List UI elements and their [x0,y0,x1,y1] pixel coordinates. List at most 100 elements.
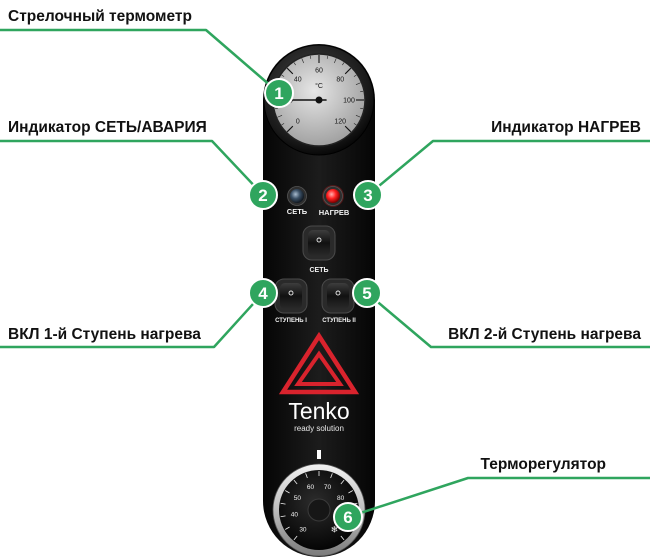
callout-line-6 [347,476,650,519]
callout-line-4 [0,292,264,349]
stage1-switch-rocker [280,283,302,309]
badge-circle [333,502,363,532]
thermometer-tick [355,115,361,118]
thermostat-knob: 30405060708090❄ [272,463,366,557]
thermostat-tick [280,502,286,505]
thermometer-tick [286,125,294,133]
thermostat-scale-label: 30 [299,526,307,533]
callout-label-1: Стрелочный термометр [8,8,192,25]
thermometer-tick [344,67,352,75]
thermometer-tick [274,107,278,110]
badge-number: 4 [258,284,268,303]
badge-number: 1 [274,84,283,103]
indicator-heat-label: НАГРЕВ [319,208,350,217]
thermometer-scale-label: 40 [294,76,302,83]
callout-badge-3: 3 [353,180,383,210]
brand-tagline: ready solution [294,424,344,433]
power-switch-off-icon [316,237,322,243]
callout-label-5: ВКЛ 2-й Ступень нагрева [448,326,641,343]
thermometer-unit: °C [315,82,323,90]
thermostat-ticks [280,471,358,541]
thermostat-tick [293,535,298,541]
thermometer-tick [360,107,364,110]
warning-triangle-icon [278,331,360,395]
callout-badge-5: 5 [352,278,382,308]
thermometer-tick [334,58,337,64]
badge-number: 5 [362,284,371,303]
badge-circle [353,180,383,210]
power-switch-label: СЕТЬ [309,267,328,274]
badge-number: 6 [343,508,352,527]
callout-label-6: Терморегулятор [481,456,606,473]
thermometer-needle-cap [315,96,323,104]
thermometer-tick [355,82,361,85]
thermostat-center-cap [307,498,331,522]
stage1-switch-label: СТУПЕНЬ I [275,318,307,324]
thermostat-tick [285,526,290,530]
stage1-switch: СТУПЕНЬ I [274,278,308,324]
stage2-switch-rocker [327,283,349,309]
callout-line-1 [0,28,280,94]
thermometer-tick [360,90,364,93]
thermometer-tick [344,125,352,133]
thermostat-tick [285,490,290,494]
callout-line-5 [366,292,650,349]
thermometer-tick [293,62,296,66]
indicator-power: СЕТЬ [287,186,308,216]
badge-circle [264,78,294,108]
callout-label-2: Индикатор СЕТЬ/АВАРИЯ [8,119,207,136]
callout-line-2 [0,139,264,196]
logo-outer-triangle [278,331,360,395]
thermostat-tick [330,473,333,479]
indicator-power-label: СЕТЬ [287,207,308,216]
dial-thermometer: 020406080100120 °C [263,44,375,156]
callout-badge-2: 2 [248,180,278,210]
snowflake-icon: ❄ [331,526,339,536]
thermometer-tick [326,55,329,59]
stage1-switch-off-icon [288,290,294,296]
badge-number: 3 [363,186,372,205]
callout-badge-1: 1 [264,78,294,108]
thermostat-scale-label: 60 [307,484,315,491]
thermostat-tick [280,515,286,518]
thermostat-scale-label: 40 [291,512,299,519]
indicator-power-lamp [290,189,304,203]
badge-circle [352,278,382,308]
thermostat-tick [340,479,345,485]
thermostat-scale-label: 80 [337,495,345,502]
thermostat-tick [348,490,353,494]
thermometer-scale-label: 120 [334,119,346,126]
stage2-switch-off-icon [335,290,341,296]
callout-label-4: ВКЛ 1-й Ступень нагрева [8,326,201,343]
control-panel-body [263,44,375,557]
stage2-switch: СТУПЕНЬ II [321,278,356,324]
callout-badge-4: 4 [248,278,278,308]
thermostat-tick [305,473,308,479]
thermometer-scale-label: 60 [315,68,323,75]
thermometer-scale-label: 100 [343,98,355,105]
thermostat-scale-label: 70 [324,484,332,491]
thermometer-tick [309,55,312,59]
thermostat-tick [293,479,298,485]
thermostat-pointer-mark [317,450,321,459]
badge-circle [248,278,278,308]
logo-inner-triangle [294,350,344,386]
callout-line-3 [367,139,650,196]
thermostat-tick [340,535,345,541]
thermometer-tick [353,123,357,126]
badge-circle [248,180,278,210]
badge-number: 2 [258,186,267,205]
stage2-switch-label: СТУПЕНЬ II [322,318,356,324]
thermometer-scale-label: 80 [336,76,344,83]
thermometer-tick [277,115,283,118]
power-switch: СЕТЬ [302,225,336,274]
thermometer-tick [286,67,294,75]
indicator-heat-lamp [326,189,340,203]
thermometer-tick [301,58,304,64]
callout-badge-6: 6 [333,502,363,532]
callout-label-3: Индикатор НАГРЕВ [491,119,641,136]
thermometer-tick [353,74,357,77]
thermostat-scale-label: 50 [294,495,302,502]
thermometer-tick [342,62,345,66]
